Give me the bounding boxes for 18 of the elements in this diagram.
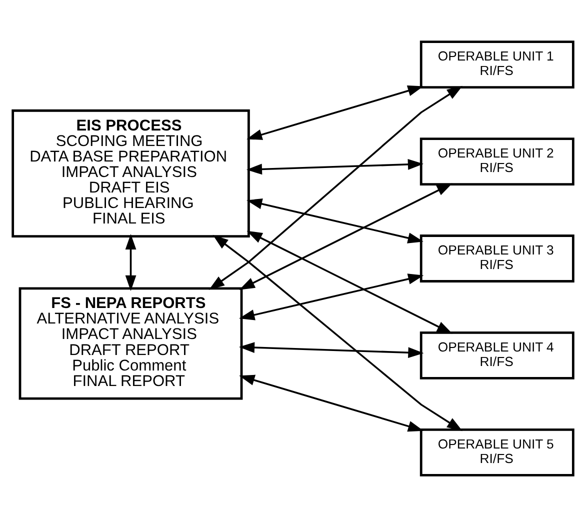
arrow: [246, 158, 424, 175]
node-box: OPERABLE UNIT 3 RI/FS: [420, 234, 574, 282]
node-box: EIS PROCESS SCOPING MEETING DATA BASE PREPARATION IMPACT ANALYSIS DRAFT EIS PUBLIC HEARING FINAL EIS: [12, 109, 250, 238]
arrow: [246, 198, 424, 244]
node-box: OPERABLE UNIT 1 RI/FS: [420, 40, 574, 88]
node-box: FS - NEPA REPORTS ALTERNATIVE ANALYSIS IMPACT ANALYSIS DRAFT REPORT Public Comment FINAL REPORT: [18, 287, 243, 400]
arrow: [246, 86, 424, 140]
arrow: [239, 183, 452, 290]
arrow: [239, 374, 424, 432]
arrow: [239, 274, 424, 320]
node-box: OPERABLE UNIT 2 RI/FS: [420, 138, 574, 186]
arrow: [212, 234, 463, 432]
arrow: [238, 342, 424, 358]
arrow: [208, 86, 463, 290]
arrow: [125, 234, 136, 291]
node-box: OPERABLE UNIT 5 RI/FS: [420, 428, 574, 476]
arrow: [246, 230, 453, 334]
node-box: OPERABLE UNIT 4 RI/FS: [420, 332, 574, 380]
